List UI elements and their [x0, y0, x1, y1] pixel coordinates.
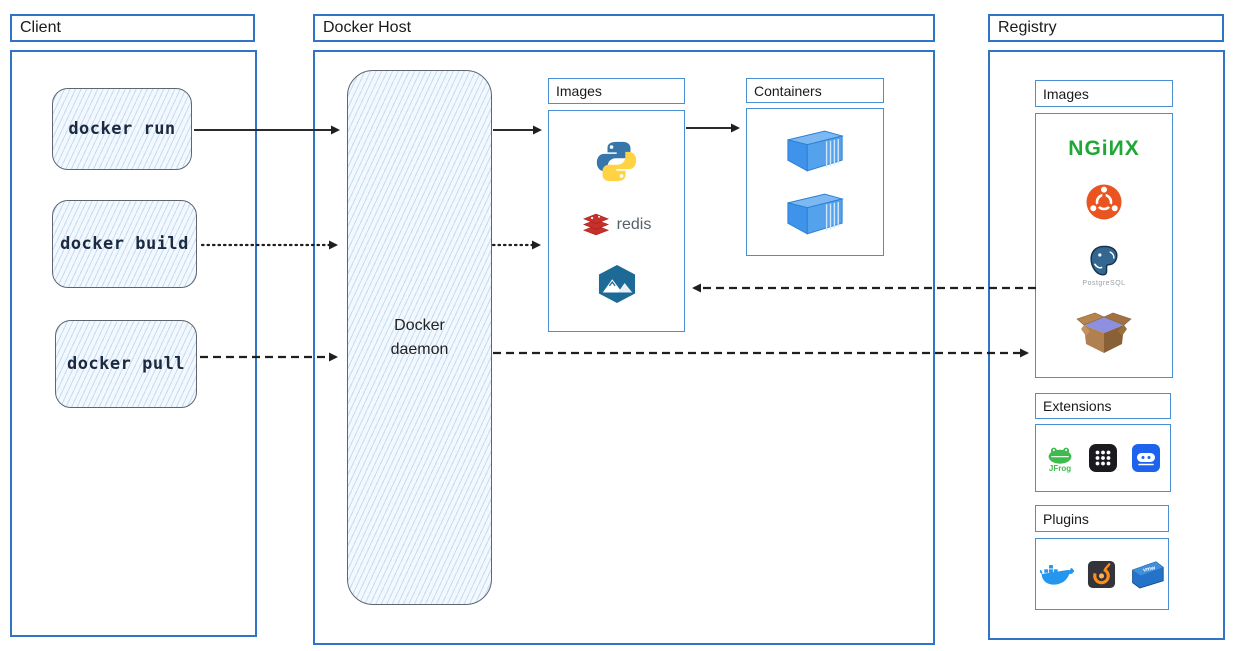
containers-label-box: Containers [746, 78, 884, 103]
registry-images-label: Images [1043, 85, 1089, 102]
postgresql-icon [1087, 244, 1121, 278]
docker-daemon-box: Docker daemon [347, 70, 492, 605]
client-title-box: Client [10, 14, 255, 42]
registry-title-box: Registry [988, 14, 1224, 42]
docker-run-label: docker run [68, 119, 176, 139]
extensions-label: Extensions [1043, 398, 1112, 414]
vmware-icon: vmw [1129, 559, 1165, 590]
containers-label: Containers [754, 82, 822, 99]
docker-run-command-box: docker run [52, 88, 192, 170]
host-images-content-box: redis [548, 110, 685, 332]
alpine-icon [596, 265, 638, 303]
registry-images-content-box: NGiИX [1035, 113, 1173, 378]
docker-pull-command-box: docker pull [55, 320, 197, 408]
jfrog-logo-stack: JFrog [1045, 444, 1075, 473]
container-icon [784, 191, 846, 236]
docker-build-command-box: docker build [52, 200, 197, 288]
extensions-content-box: JFrog [1035, 424, 1171, 492]
nginx-icon: NGiИX [1068, 137, 1140, 161]
postgresql-label: PostgreSQL [1082, 279, 1126, 287]
python-icon [594, 139, 639, 184]
redis-icon [582, 212, 610, 237]
container-icon [784, 128, 846, 173]
host-images-label-box: Images [548, 78, 685, 104]
jfrog-icon [1045, 444, 1075, 465]
jfrog-label: JFrog [1048, 463, 1072, 473]
grafana-icon [1087, 560, 1116, 589]
plugins-label-box: Plugins [1035, 505, 1169, 532]
docker-pull-label: docker pull [66, 354, 186, 374]
host-images-label: Images [556, 83, 602, 99]
package-box-icon [1076, 310, 1132, 354]
docker-daemon-label: Docker daemon [390, 317, 449, 358]
plugins-label: Plugins [1043, 510, 1089, 527]
postgresql-logo-stack: PostgreSQL [1082, 244, 1125, 287]
redis-label: redis [616, 215, 652, 233]
plugins-content-box: vmw [1035, 538, 1169, 610]
ubuntu-icon [1086, 184, 1122, 220]
app-grid-icon [1088, 443, 1118, 473]
docker-whale-icon [1039, 560, 1074, 588]
registry-images-label-box: Images [1035, 80, 1173, 107]
extensions-label-box: Extensions [1035, 393, 1171, 419]
registry-title: Registry [998, 19, 1057, 36]
docker-host-title-box: Docker Host [313, 14, 935, 42]
client-title: Client [20, 19, 61, 36]
containers-content-box [746, 108, 884, 256]
docker-build-label: docker build [60, 234, 189, 254]
redis-logo-row: redis [582, 212, 652, 237]
docker-host-title: Docker Host [323, 19, 412, 36]
disk-drive-icon [1131, 443, 1161, 473]
vmware-label: vmw [1142, 565, 1156, 574]
